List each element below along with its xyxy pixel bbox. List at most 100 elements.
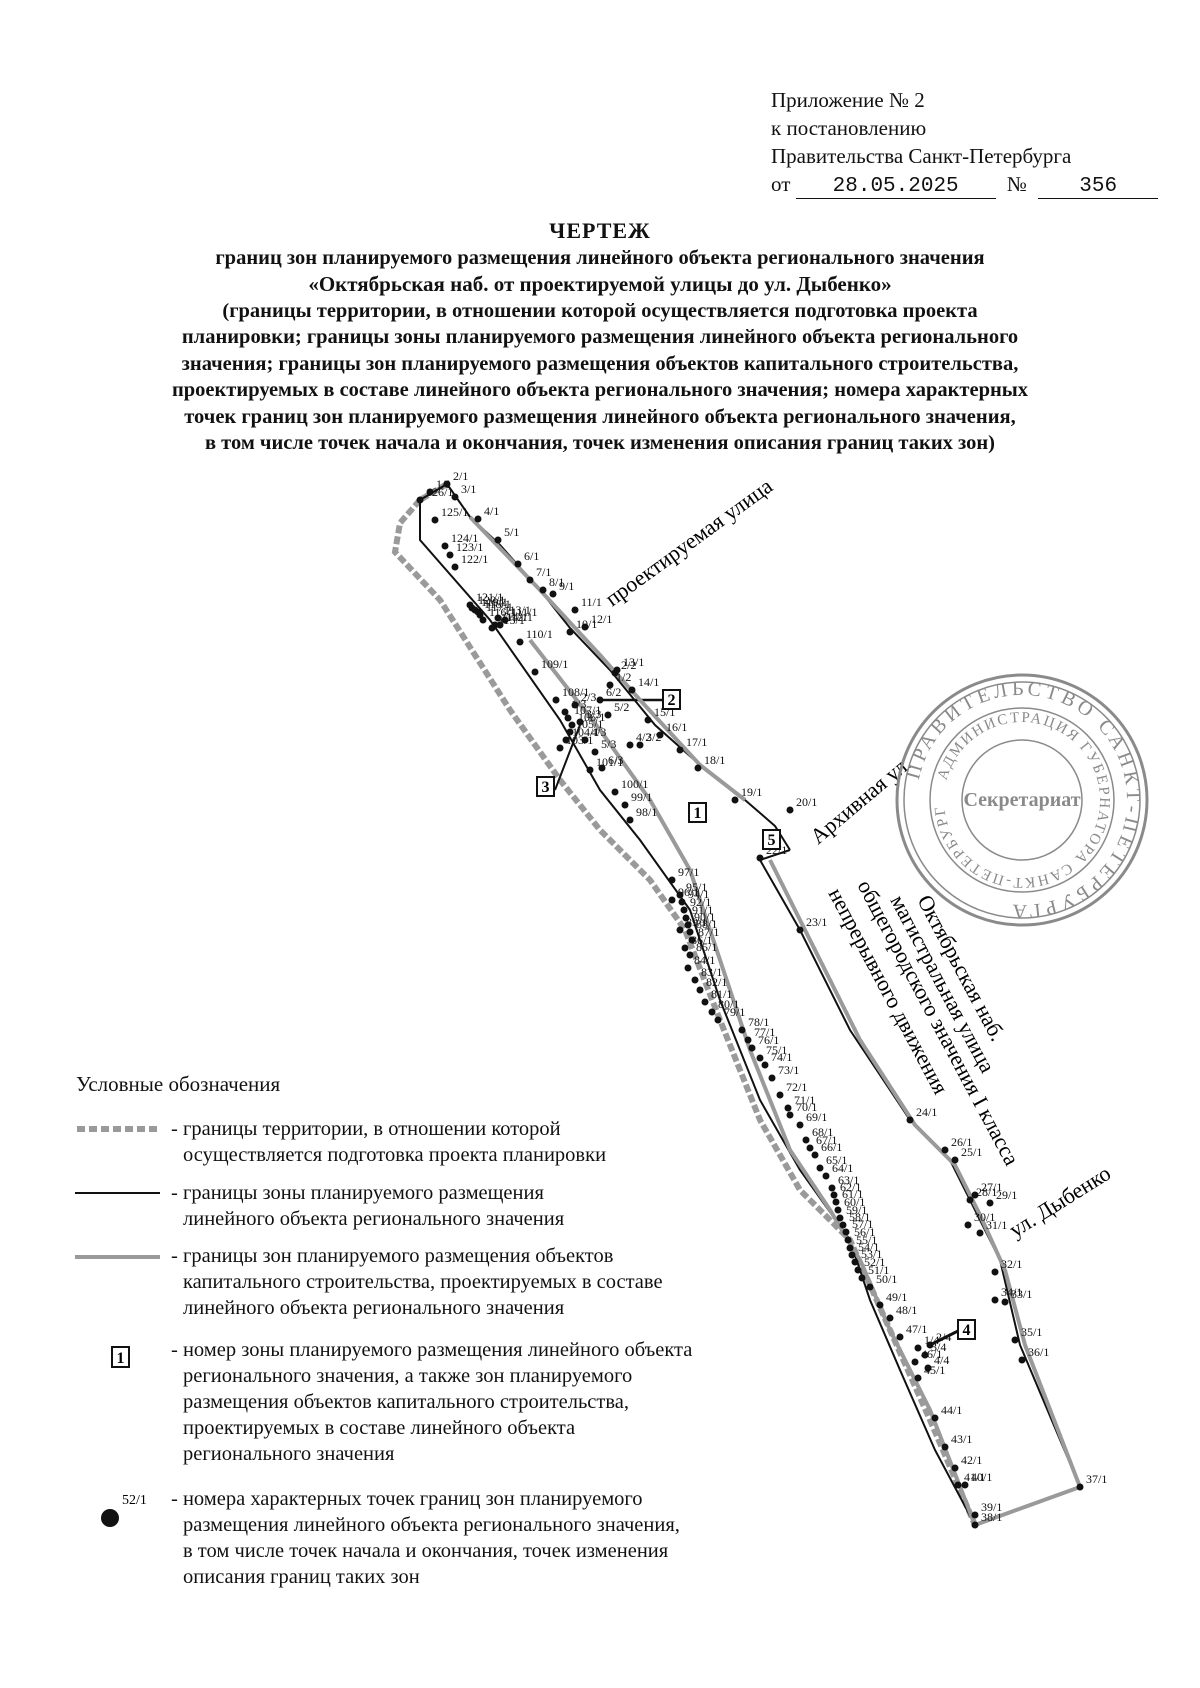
point-label: 103/1: [566, 733, 593, 747]
point-marker: [744, 1036, 752, 1044]
point-label: 3/3: [586, 707, 601, 721]
point-marker: [688, 936, 696, 944]
point-marker: [494, 536, 502, 544]
point-label: 42/1: [961, 1453, 982, 1467]
point-marker: [738, 1026, 746, 1034]
point-marker: [811, 1151, 819, 1159]
point-label: 72/1: [786, 1080, 807, 1094]
point-label: 97/1: [678, 865, 699, 879]
point-marker: [796, 1121, 804, 1129]
point-label: 2/2: [621, 658, 636, 672]
point-marker: [924, 1364, 932, 1372]
point-marker: [501, 616, 509, 624]
point-label: 67/1: [816, 1133, 837, 1147]
point-label: 50/1: [876, 1272, 897, 1286]
point-marker: [816, 1164, 824, 1172]
point-label: 35/1: [1021, 1325, 1042, 1339]
point-marker: [854, 1266, 862, 1274]
point-marker: [991, 1296, 999, 1304]
legend-item-zone-number: - номер зоны планируемого размещения лин…: [171, 1337, 823, 1467]
title-line-4: планировки; границы зоны планируемого ра…: [181, 326, 1019, 348]
point-marker: [1011, 1336, 1019, 1344]
point-marker: [611, 788, 619, 796]
point-label: 4/2: [636, 730, 651, 744]
point-label: 71/1: [794, 1093, 815, 1107]
legend-item-4-line-1: - номер зоны планируемого размещения лин…: [171, 1339, 693, 1361]
legend-item-1-line-1: - границы территории, в отношении которо…: [171, 1118, 561, 1140]
point-label: 3/2: [646, 730, 661, 744]
point-marker: [911, 1358, 919, 1366]
point-marker: [681, 944, 689, 952]
point-marker: [531, 668, 539, 676]
point-marker: [896, 1333, 904, 1341]
point-marker: [686, 951, 694, 959]
point-marker: [784, 1104, 792, 1112]
point-label: 57/1: [852, 1217, 873, 1231]
point-label: 99/1: [631, 790, 652, 804]
point-marker: [561, 708, 569, 716]
point-marker: [768, 1074, 776, 1082]
point-label: 19/1: [741, 785, 762, 799]
point-marker: [474, 515, 482, 523]
zone-box-2: 2: [662, 689, 681, 710]
document-title: ЧЕРТЕЖ границ зон планируемого размещени…: [0, 218, 1200, 457]
point-marker: [606, 681, 614, 689]
point-label: 3/4: [931, 1340, 946, 1354]
title-heading: ЧЕРТЕЖ: [549, 218, 651, 243]
point-marker: [848, 1251, 856, 1259]
point-marker: [941, 1146, 949, 1154]
title-line-2: «Октябрьская наб. от проектируемой улицы…: [308, 272, 892, 296]
zone-box-5: 5: [762, 829, 781, 850]
title-line-3: (границы территории, в отношении которой…: [222, 299, 978, 322]
point-marker: [834, 1206, 842, 1214]
point-label: 125/1: [441, 505, 468, 519]
point-label: 108/1: [562, 685, 589, 699]
point-label: 39/1: [981, 1500, 1002, 1514]
point-label: 11/1: [581, 595, 602, 609]
legend-item-5-line-1: - номера характерных точек границ зон пл…: [171, 1488, 643, 1510]
point-marker: [1018, 1356, 1026, 1364]
point-label: 4/1: [484, 504, 499, 518]
point-label: 16/1: [666, 720, 687, 734]
point-label: 31/1: [986, 1218, 1007, 1232]
point-label: 47/1: [906, 1322, 927, 1336]
point-label: 5/3: [601, 737, 616, 751]
point-marker: [846, 1244, 854, 1252]
point-label: 115/1: [498, 613, 525, 627]
point-marker: [684, 921, 692, 929]
point-marker: [611, 669, 619, 677]
legend-item-3-line-3: линейного объекта регионального значения: [183, 1297, 565, 1319]
point-label: 122/1: [461, 552, 488, 566]
legend-point-label: 52/1: [122, 1493, 147, 1508]
embankment-label: Октябрьская наб. магистральная улица общ…: [824, 876, 1025, 1170]
point-label: 9/1: [559, 579, 574, 593]
point-marker: [971, 1521, 979, 1529]
point-marker: [581, 736, 589, 744]
point-label: 104/1: [572, 725, 599, 739]
legend-item-4-line-4: проектируемых в составе линейного объект…: [183, 1417, 576, 1439]
date-prefix: от: [771, 172, 791, 196]
point-label: 98/1: [636, 805, 657, 819]
point-marker: [539, 586, 547, 594]
point-label: 27/1: [981, 1180, 1002, 1194]
point-marker: [568, 721, 576, 729]
point-marker: [581, 623, 589, 631]
point-marker: [921, 1351, 929, 1359]
title-line-7: точек границ зон планируемого размещения…: [184, 405, 1016, 428]
point-label: 1/2: [616, 670, 631, 684]
point-marker: [696, 986, 704, 994]
point-label: 117/1: [486, 600, 513, 614]
point-label: 2/3: [581, 690, 596, 704]
point-marker: [839, 1221, 847, 1229]
point-label: 36/1: [1028, 1345, 1049, 1359]
point-marker: [628, 686, 636, 694]
point-marker: [576, 718, 584, 726]
point-label: 116/1: [489, 605, 516, 619]
point-marker: [562, 736, 570, 744]
point-marker: [668, 896, 676, 904]
point-marker: [441, 542, 449, 550]
point-label: 113/1: [504, 603, 531, 617]
point-marker: [914, 1344, 922, 1352]
point-marker: [844, 1236, 852, 1244]
point-marker: [682, 914, 690, 922]
